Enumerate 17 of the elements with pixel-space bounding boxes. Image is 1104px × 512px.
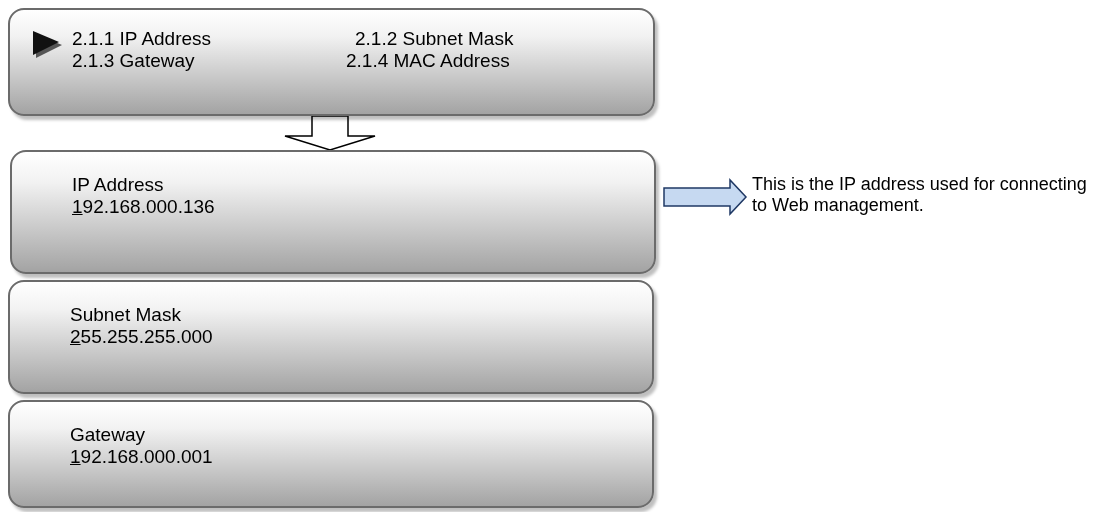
setting-name: IP Address <box>72 174 164 196</box>
menu-panel <box>8 8 655 116</box>
menu-item: 2.1.1 IP Address <box>72 28 212 50</box>
setting-name: Subnet Mask <box>70 304 181 326</box>
setting-value: 255.255.255.000 <box>70 326 213 348</box>
setting-panel <box>8 280 654 394</box>
menu-item: 2.1.3 Gateway <box>72 50 195 72</box>
note-text: This is the IP address used for connecting to Web management. <box>752 174 1092 216</box>
setting-panel <box>10 150 656 274</box>
setting-panel <box>8 400 654 508</box>
setting-value: 192.168.000.001 <box>70 446 213 468</box>
setting-name: Gateway <box>70 424 145 446</box>
setting-value: 192.168.000.136 <box>72 196 215 218</box>
menu-item: 2.1.4 MAC Address <box>346 50 510 72</box>
block-arrow <box>663 178 748 216</box>
menu-item: 2.1.2 Subnet Mask <box>355 28 514 50</box>
block-arrow <box>284 115 376 151</box>
